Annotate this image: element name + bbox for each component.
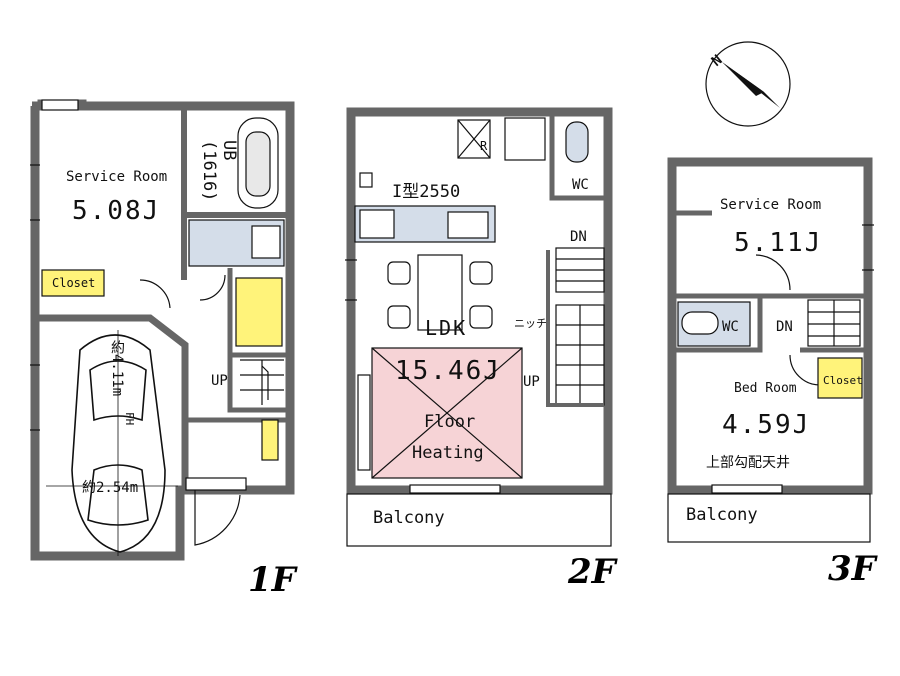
3f-balcony-label: Balcony [686, 505, 758, 525]
3f-toilet [681, 311, 719, 335]
3f-outer-wall [667, 157, 873, 495]
1f-sink [251, 225, 281, 259]
2f-ldk-area: 15.46J [395, 356, 501, 386]
1f-window-top [41, 99, 79, 111]
1f-service-room-area: 5.08J [72, 196, 161, 226]
2f-dining-table [417, 254, 463, 331]
1f-bathtub-inner [245, 131, 271, 197]
1f-parking-fill-mark: FH [123, 412, 136, 426]
1f-wall-service-room [39, 314, 189, 490]
2f-balcony [346, 493, 612, 547]
2f-stove [359, 209, 395, 239]
2f-fridge-space [457, 119, 491, 159]
1f-bath-size: (1616) [199, 140, 219, 202]
3f-wc-label: WC [722, 319, 739, 335]
2f-balcony-label: Balcony [373, 508, 445, 528]
1f-entry-door [194, 490, 241, 546]
2f-outer-wall [346, 107, 613, 495]
2f-stairs-down: DN [570, 229, 587, 245]
floor-2f [345, 107, 613, 547]
3f-closet-label: Closet [823, 374, 863, 387]
1f-parking-length: 約4.11m [109, 340, 125, 397]
floor-label-1f: 1F [248, 560, 296, 600]
2f-toilet [565, 121, 589, 163]
2f-stairs-up: UP [523, 374, 540, 390]
2f-tv-board [357, 374, 371, 471]
2f-sink [447, 211, 489, 239]
1f-stairs [240, 359, 284, 405]
1f-closet [41, 269, 105, 297]
1f-wall-stair [227, 355, 287, 413]
1f-shoe-box [261, 419, 279, 461]
2f-niche-label: ニッチ [514, 317, 547, 330]
3f-bedroom-name: Bed Room [734, 381, 797, 396]
1f-bath-name: UB [219, 140, 239, 161]
3f-balcony [667, 493, 871, 543]
3f-stairs [807, 299, 861, 347]
2f-stairs [555, 247, 605, 406]
compass-icon [705, 41, 791, 127]
2f-chair-1 [387, 261, 411, 285]
1f-entry-step [185, 477, 247, 491]
floor-3f [667, 157, 874, 543]
2f-chair-4 [469, 305, 493, 329]
1f-storage [235, 277, 283, 347]
2f-ldk-name: LDK [425, 316, 468, 340]
3f-stairs-down: DN [776, 319, 793, 335]
3f-closet [817, 357, 863, 399]
3f-service-room-area: 5.11J [734, 228, 823, 258]
3f-bedroom-note: 上部勾配天井 [706, 455, 790, 471]
3f-door-arc-2 [789, 354, 821, 386]
3f-window-bottom [711, 484, 783, 494]
1f-parking-width: 約2.54m [82, 480, 139, 496]
2f-fridge-label: R [480, 139, 488, 153]
floor-1f [30, 99, 295, 561]
1f-stairs-up: UP [211, 373, 228, 389]
2f-chair-3 [387, 305, 411, 329]
3f-door-arc-1 [755, 254, 791, 291]
floor-label-3f: 3F [828, 549, 876, 589]
3f-wall-wc [676, 296, 763, 353]
2f-wc-wall [549, 112, 604, 201]
3f-service-room-name: Service Room [720, 197, 822, 213]
2f-floor-heating-2: Heating [412, 443, 484, 463]
floor-label-2f: 2F [568, 552, 616, 592]
2f-floor-heating-1: Floor [424, 412, 476, 432]
1f-door-arc-2 [199, 274, 226, 301]
1f-closet-label: Closet [52, 276, 96, 290]
2f-fridge-diag-2 [457, 119, 491, 159]
2f-kitchen-label: I型2550 [392, 182, 461, 202]
3f-bedroom-area: 4.59J [722, 410, 811, 440]
2f-window-top-left [359, 172, 373, 188]
2f-window-bottom [409, 484, 501, 494]
2f-wc-label: WC [572, 177, 589, 193]
2f-heating-diag-2 [371, 347, 523, 479]
car-icon [46, 330, 178, 556]
1f-service-room-name: Service Room [66, 169, 168, 185]
1f-door-arc-1 [139, 279, 171, 309]
2f-stair-wall [546, 250, 604, 407]
2f-cabinet [504, 117, 546, 161]
2f-chair-2 [469, 261, 493, 285]
